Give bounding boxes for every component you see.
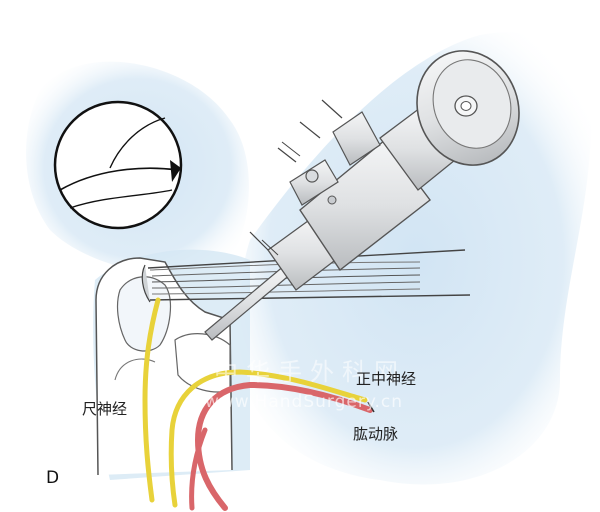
- watermark-url: www.HandSurgery.cn: [205, 392, 403, 412]
- tendon-fibers: [141, 249, 471, 303]
- endoscope: [204, 50, 520, 341]
- label-ulnar-nerve: 尺神经: [82, 400, 128, 418]
- ulnar-nerve: [142, 297, 161, 503]
- median-nerve: [168, 369, 368, 508]
- label-brachial-artery: 肱动脉: [353, 425, 399, 443]
- panel-letter: D: [46, 468, 60, 488]
- brachial-artery: [189, 381, 375, 511]
- watermark-chinese: 中华手外科网: [214, 358, 406, 386]
- label-median-nerve: 正中神经: [356, 370, 417, 388]
- magnified-inset: [53, 100, 183, 230]
